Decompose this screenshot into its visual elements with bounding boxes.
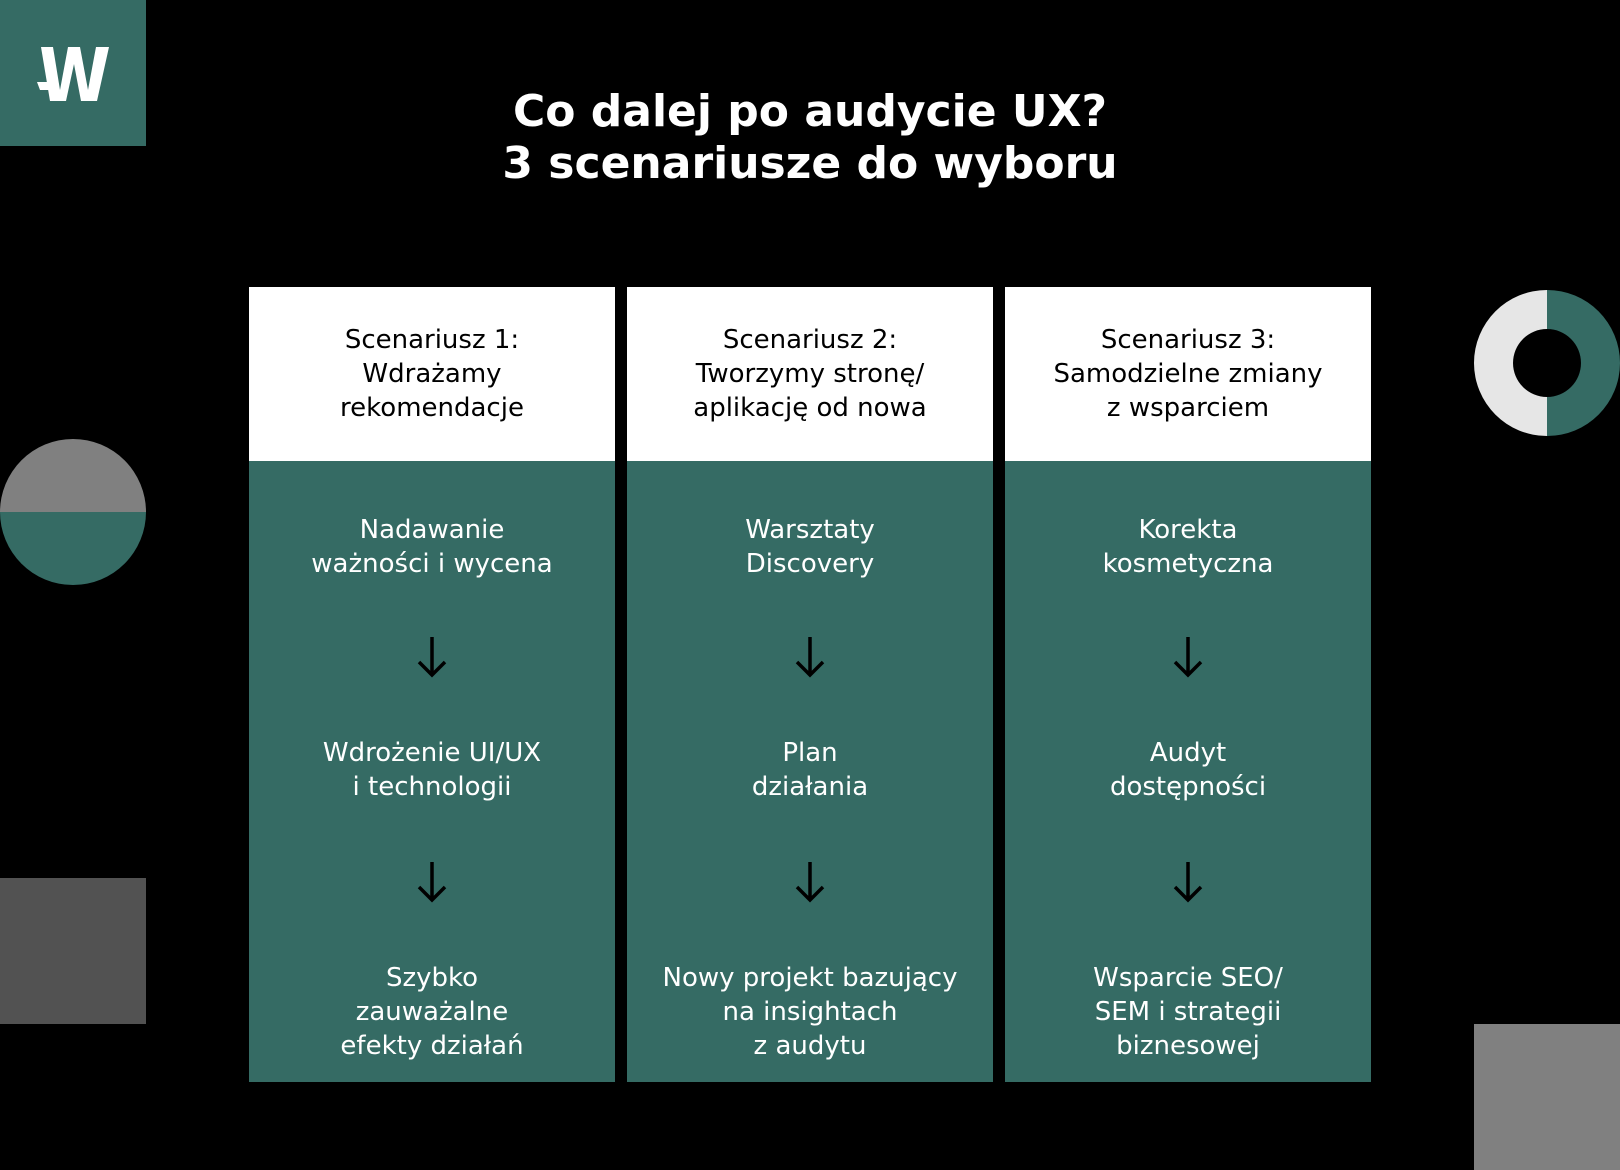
scenario-header: Scenariusz 3: Samodzielne zmiany z wspar… — [1005, 287, 1371, 461]
arrow-down-icon — [795, 637, 825, 678]
scenario-header: Scenariusz 1: Wdrażamy rekomendacje — [249, 287, 615, 461]
square-decoration — [0, 878, 146, 1024]
scenario-step: Nowy projekt bazujący na insightach z au… — [662, 963, 958, 1061]
scenario-step: Korekta kosmetyczna — [1102, 515, 1274, 579]
donut-decoration — [1474, 290, 1620, 436]
arrow-down-icon — [795, 862, 825, 903]
title-line-2: 3 scenariusze do wyboru — [502, 138, 1118, 189]
scenario-step: Wsparcie SEO/ SEM i strategii biznesowej — [1093, 963, 1283, 1061]
scenario-column-2: Scenariusz 2: Tworzymy stronę/ aplikację… — [627, 287, 993, 1082]
arrow-down-icon — [417, 862, 447, 903]
scenario-step: Nadawanie ważności i wycena — [311, 515, 553, 579]
logo — [0, 0, 146, 146]
scenario-step: Szybko zauważalne efekty działań — [340, 963, 524, 1061]
scenario-step: Wdrożenie UI/UX i technologii — [322, 738, 542, 802]
page-title: Co dalej po audycie UX? 3 scenariusze do… — [0, 86, 1620, 190]
arrow-down-icon — [417, 637, 447, 678]
arrow-down-icon — [1173, 862, 1203, 903]
scenario-header: Scenariusz 2: Tworzymy stronę/ aplikację… — [627, 287, 993, 461]
scenario-step: Plan działania — [751, 738, 869, 802]
half-circle-decoration — [0, 439, 146, 585]
title-line-1: Co dalej po audycie UX? — [512, 86, 1108, 137]
scenario-step: Warsztaty Discovery — [745, 515, 875, 579]
scenario-step: Audyt dostępności — [1109, 738, 1267, 802]
arrow-down-icon — [1173, 637, 1203, 678]
scenario-column-3: Scenariusz 3: Samodzielne zmiany z wspar… — [1005, 287, 1371, 1082]
square-decoration — [1474, 1024, 1620, 1170]
logo-w-icon — [37, 47, 109, 101]
